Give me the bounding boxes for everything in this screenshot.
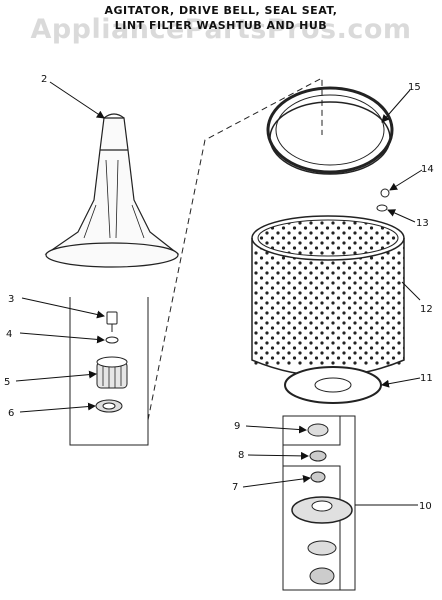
part-label-11: 11 xyxy=(420,373,433,384)
diagram-title-line-1: AGITATOR, DRIVE BELL, SEAL SEAT, xyxy=(104,4,338,17)
agitator xyxy=(44,113,180,268)
tub-ring-part xyxy=(266,86,394,175)
part-label-12: 12 xyxy=(420,304,433,315)
part-label-9: 9 xyxy=(234,421,240,432)
part-label-3: 3 xyxy=(8,294,14,305)
part-label-14: 14 xyxy=(421,164,434,175)
bracket-left-parts xyxy=(69,297,149,446)
drive-bell-part xyxy=(96,356,128,389)
retainer-washer-part xyxy=(376,204,388,212)
hub-plate-part xyxy=(284,366,382,404)
watermark-text: AppliancePartsPros.com xyxy=(30,14,412,45)
hub-seal-part xyxy=(309,450,327,462)
seal-seat-part xyxy=(307,423,329,437)
seal-ring-part xyxy=(95,399,123,413)
part-label-7: 7 xyxy=(232,482,238,493)
bracket-right-parts xyxy=(282,415,356,591)
part-label-5: 5 xyxy=(4,377,10,388)
fastener-part xyxy=(380,188,390,198)
leader-lines xyxy=(15,81,423,506)
hub-assembly-part xyxy=(291,496,353,585)
part-label-4: 4 xyxy=(6,329,12,340)
part-label-2: 2 xyxy=(41,74,47,85)
wash-basket-part xyxy=(251,215,405,377)
dashed-alignment-line xyxy=(147,77,323,421)
bolt-part xyxy=(106,311,118,332)
part-label-15: 15 xyxy=(408,82,421,93)
small-washer-part xyxy=(105,336,119,344)
part-label-6: 6 xyxy=(8,408,14,419)
part-label-8: 8 xyxy=(238,450,244,461)
nut-part xyxy=(310,471,326,483)
part-labels: 2 3 4 5 6 15 14 13 12 11 9 8 7 10 xyxy=(4,74,434,512)
part-label-10: 10 xyxy=(419,501,432,512)
part-label-13: 13 xyxy=(416,218,429,229)
diagram-title-line-2: LINT FILTER WASHTUB AND HUB xyxy=(114,19,328,32)
